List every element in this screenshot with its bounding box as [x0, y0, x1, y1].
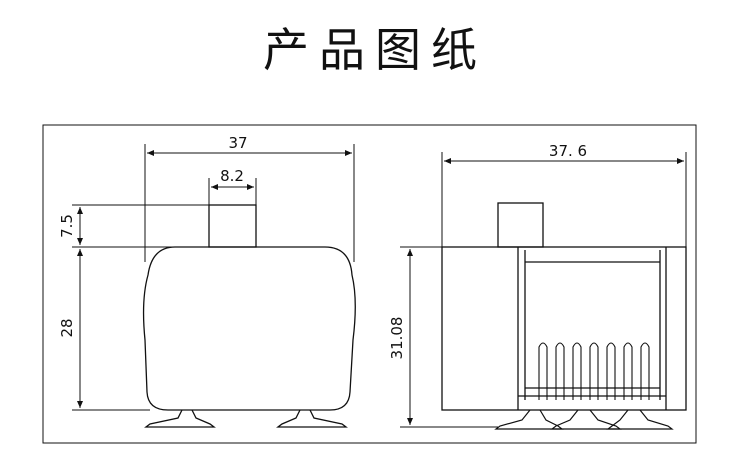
dim-body-height: 28 [58, 318, 76, 337]
front-foot-right [276, 409, 348, 428]
dim-nozzle-height: 7.5 [58, 214, 76, 238]
dim-front-width: 37 [228, 134, 247, 152]
side-dimensions [400, 152, 687, 428]
drawing-frame [42, 124, 697, 444]
side-feet [494, 409, 674, 430]
dim-nozzle-width: 8.2 [220, 167, 244, 185]
side-grille [538, 342, 650, 400]
dim-side-width: 37. 6 [549, 142, 587, 160]
front-dimensions [72, 144, 355, 411]
front-view [142, 204, 356, 428]
side-body [441, 246, 687, 411]
page-title: 产品图纸 [263, 23, 487, 77]
side-nozzle [497, 202, 544, 248]
front-foot-left [144, 409, 216, 428]
front-body [142, 246, 356, 411]
front-nozzle [208, 204, 257, 248]
dim-side-height: 31.08 [388, 317, 406, 360]
